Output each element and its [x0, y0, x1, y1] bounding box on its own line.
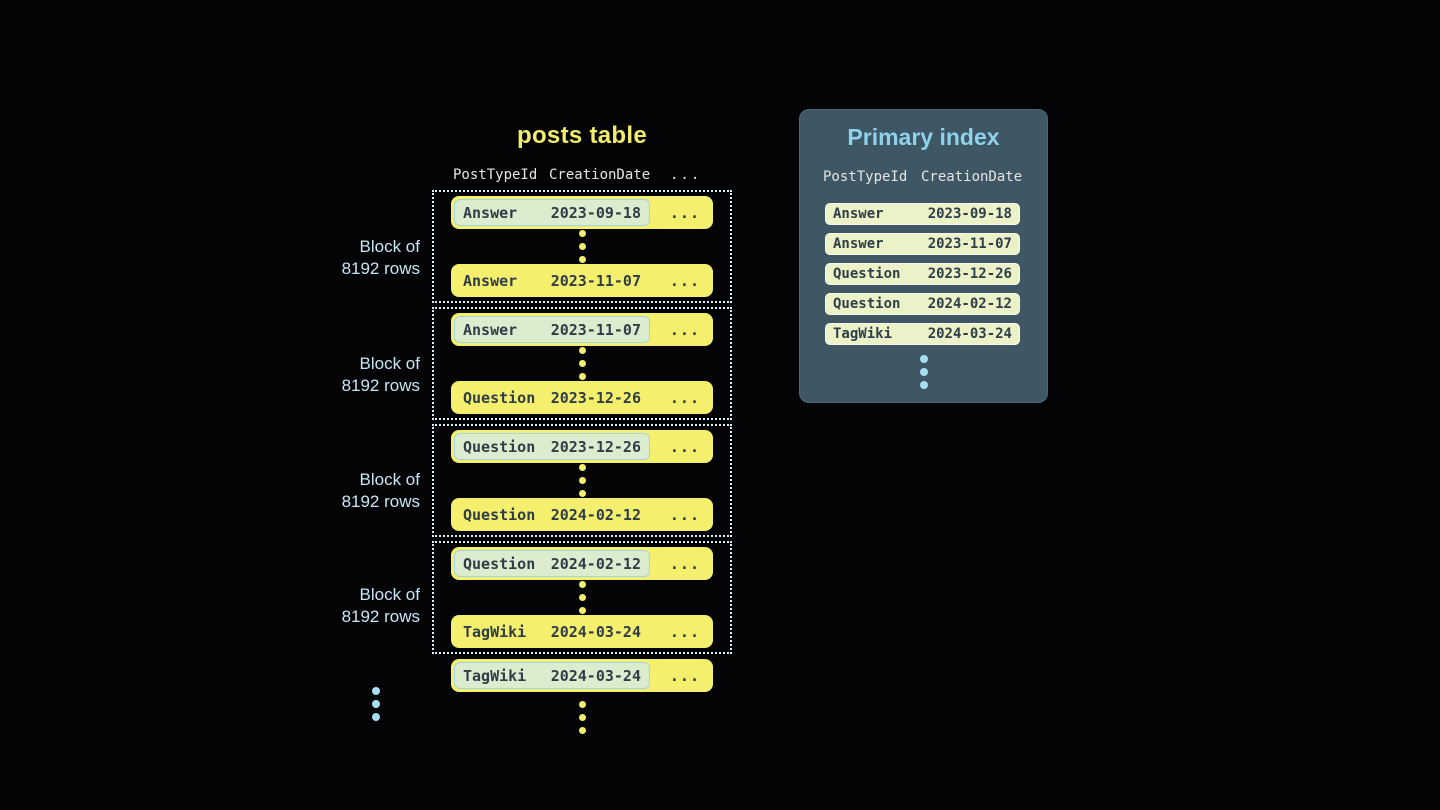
row-posttypeid: Question	[463, 437, 536, 456]
block-label-line1: Block of	[359, 237, 420, 256]
vertical-ellipsis-dots-icon	[451, 229, 713, 264]
entry-creationdate: 2023-12-26	[927, 266, 1012, 282]
table-row: Question 2024-02-12 ...	[451, 547, 713, 580]
more-rows-ellipsis-icon	[432, 701, 732, 734]
table-row: Answer 2023-11-07 ...	[451, 313, 713, 346]
row-key: Question 2024-02-12	[454, 501, 650, 528]
row-creationdate: 2023-11-07	[550, 271, 641, 290]
row-creationdate: 2023-12-26	[550, 437, 641, 456]
indexed-key-highlight: Answer 2023-09-18	[454, 199, 650, 226]
row-more-columns-ellipsis: ...	[669, 388, 700, 407]
block-label-3: Block of 8192 rows	[250, 469, 420, 513]
block-label-line1: Block of	[359, 354, 420, 373]
row-creationdate: 2023-12-26	[550, 388, 641, 407]
row-creationdate: 2024-02-12	[550, 505, 641, 524]
block-label-line1: Block of	[359, 470, 420, 489]
row-creationdate: 2023-11-07	[550, 320, 641, 339]
posts-table-column-headers: PostTypeId CreationDate ...	[432, 167, 732, 187]
column-header-posttypeid: PostTypeId	[823, 169, 908, 185]
posts-block-2: Answer 2023-11-07 ... Question 2023-12-2…	[432, 307, 732, 420]
primary-index-title: Primary index	[847, 124, 1000, 150]
posts-block-3: Question 2023-12-26 ... Question 2024-02…	[432, 424, 732, 537]
column-header-creationdate: CreationDate	[921, 169, 1023, 185]
block-label-2: Block of 8192 rows	[250, 353, 420, 397]
entry-posttypeid: Answer	[833, 236, 884, 252]
primary-index-entries: Answer 2023-09-18 Answer 2023-11-07 Ques…	[825, 203, 1020, 345]
row-posttypeid: Answer	[463, 271, 518, 290]
entry-posttypeid: Question	[833, 296, 901, 312]
next-block-first-row-wrapper: TagWiki 2024-03-24 ...	[451, 659, 713, 692]
row-more-columns-ellipsis: ...	[669, 505, 700, 524]
row-key: TagWiki 2024-03-24	[454, 618, 650, 645]
row-posttypeid: Question	[463, 554, 536, 573]
entry-creationdate: 2023-09-18	[927, 206, 1012, 222]
row-more-columns-ellipsis: ...	[669, 554, 700, 573]
row-more-columns-ellipsis: ...	[669, 666, 700, 685]
row-more-columns-ellipsis: ...	[669, 622, 700, 641]
entry-posttypeid: TagWiki	[833, 326, 893, 342]
row-creationdate: 2024-02-12	[550, 554, 641, 573]
row-creationdate: 2024-03-24	[550, 622, 641, 641]
row-more-columns-ellipsis: ...	[669, 203, 700, 222]
row-more-columns-ellipsis: ...	[669, 271, 700, 290]
block-label-line2: 8192 rows	[341, 376, 420, 395]
index-entry: TagWiki 2024-03-24	[825, 323, 1020, 345]
column-header-creationdate: CreationDate	[549, 167, 651, 183]
posts-table-title: posts table	[517, 122, 647, 149]
posts-block-4: Question 2024-02-12 ... TagWiki 2024-03-…	[432, 541, 732, 654]
block-label-line1: Block of	[359, 585, 420, 604]
table-row: TagWiki 2024-03-24 ...	[451, 615, 713, 648]
indexed-key-highlight: Answer 2023-11-07	[454, 316, 650, 343]
entry-creationdate: 2023-11-07	[927, 236, 1012, 252]
entry-posttypeid: Question	[833, 266, 901, 282]
index-entry: Question 2023-12-26	[825, 263, 1020, 285]
row-posttypeid: Answer	[463, 203, 518, 222]
table-row: Question 2023-12-26 ...	[451, 381, 713, 414]
vertical-ellipsis-dots-icon	[451, 346, 713, 381]
more-entries-ellipsis-icon	[800, 355, 1047, 389]
index-entry: Answer 2023-09-18	[825, 203, 1020, 225]
block-label-1: Block of 8192 rows	[250, 236, 420, 280]
column-header-posttypeid: PostTypeId	[453, 167, 538, 183]
table-row: Question 2023-12-26 ...	[451, 430, 713, 463]
block-label-4: Block of 8192 rows	[250, 584, 420, 628]
entry-creationdate: 2024-03-24	[927, 326, 1012, 342]
index-entry: Question 2024-02-12	[825, 293, 1020, 315]
index-entry: Answer 2023-11-07	[825, 233, 1020, 255]
indexed-key-highlight: Question 2024-02-12	[454, 550, 650, 577]
row-creationdate: 2024-03-24	[550, 666, 641, 685]
row-posttypeid: Question	[463, 388, 536, 407]
more-blocks-ellipsis-icon	[372, 687, 380, 721]
row-creationdate: 2023-09-18	[550, 203, 641, 222]
row-key: Question 2023-12-26	[454, 384, 650, 411]
block-label-line2: 8192 rows	[341, 259, 420, 278]
row-posttypeid: Answer	[463, 320, 518, 339]
indexed-key-highlight: TagWiki 2024-03-24	[454, 662, 650, 689]
row-posttypeid: Question	[463, 505, 536, 524]
row-more-columns-ellipsis: ...	[669, 437, 700, 456]
column-header-ellipsis: ...	[670, 167, 702, 183]
entry-creationdate: 2024-02-12	[927, 296, 1012, 312]
vertical-ellipsis-dots-icon	[451, 463, 713, 498]
row-posttypeid: TagWiki	[463, 622, 527, 641]
vertical-ellipsis-dots-icon	[451, 580, 713, 615]
entry-posttypeid: Answer	[833, 206, 884, 222]
row-key: Answer 2023-11-07	[454, 267, 650, 294]
row-more-columns-ellipsis: ...	[669, 320, 700, 339]
posts-table: Answer 2023-09-18 ... Answer 2023-11-07 …	[432, 190, 732, 734]
table-row: TagWiki 2024-03-24 ...	[451, 659, 713, 692]
indexed-key-highlight: Question 2023-12-26	[454, 433, 650, 460]
table-row: Answer 2023-09-18 ...	[451, 196, 713, 229]
table-row: Answer 2023-11-07 ...	[451, 264, 713, 297]
row-posttypeid: TagWiki	[463, 666, 527, 685]
table-row: Question 2024-02-12 ...	[451, 498, 713, 531]
posts-block-1: Answer 2023-09-18 ... Answer 2023-11-07 …	[432, 190, 732, 303]
block-label-line2: 8192 rows	[341, 492, 420, 511]
block-label-line2: 8192 rows	[341, 607, 420, 626]
primary-index-panel: Primary index PostTypeId CreationDate An…	[799, 109, 1048, 403]
